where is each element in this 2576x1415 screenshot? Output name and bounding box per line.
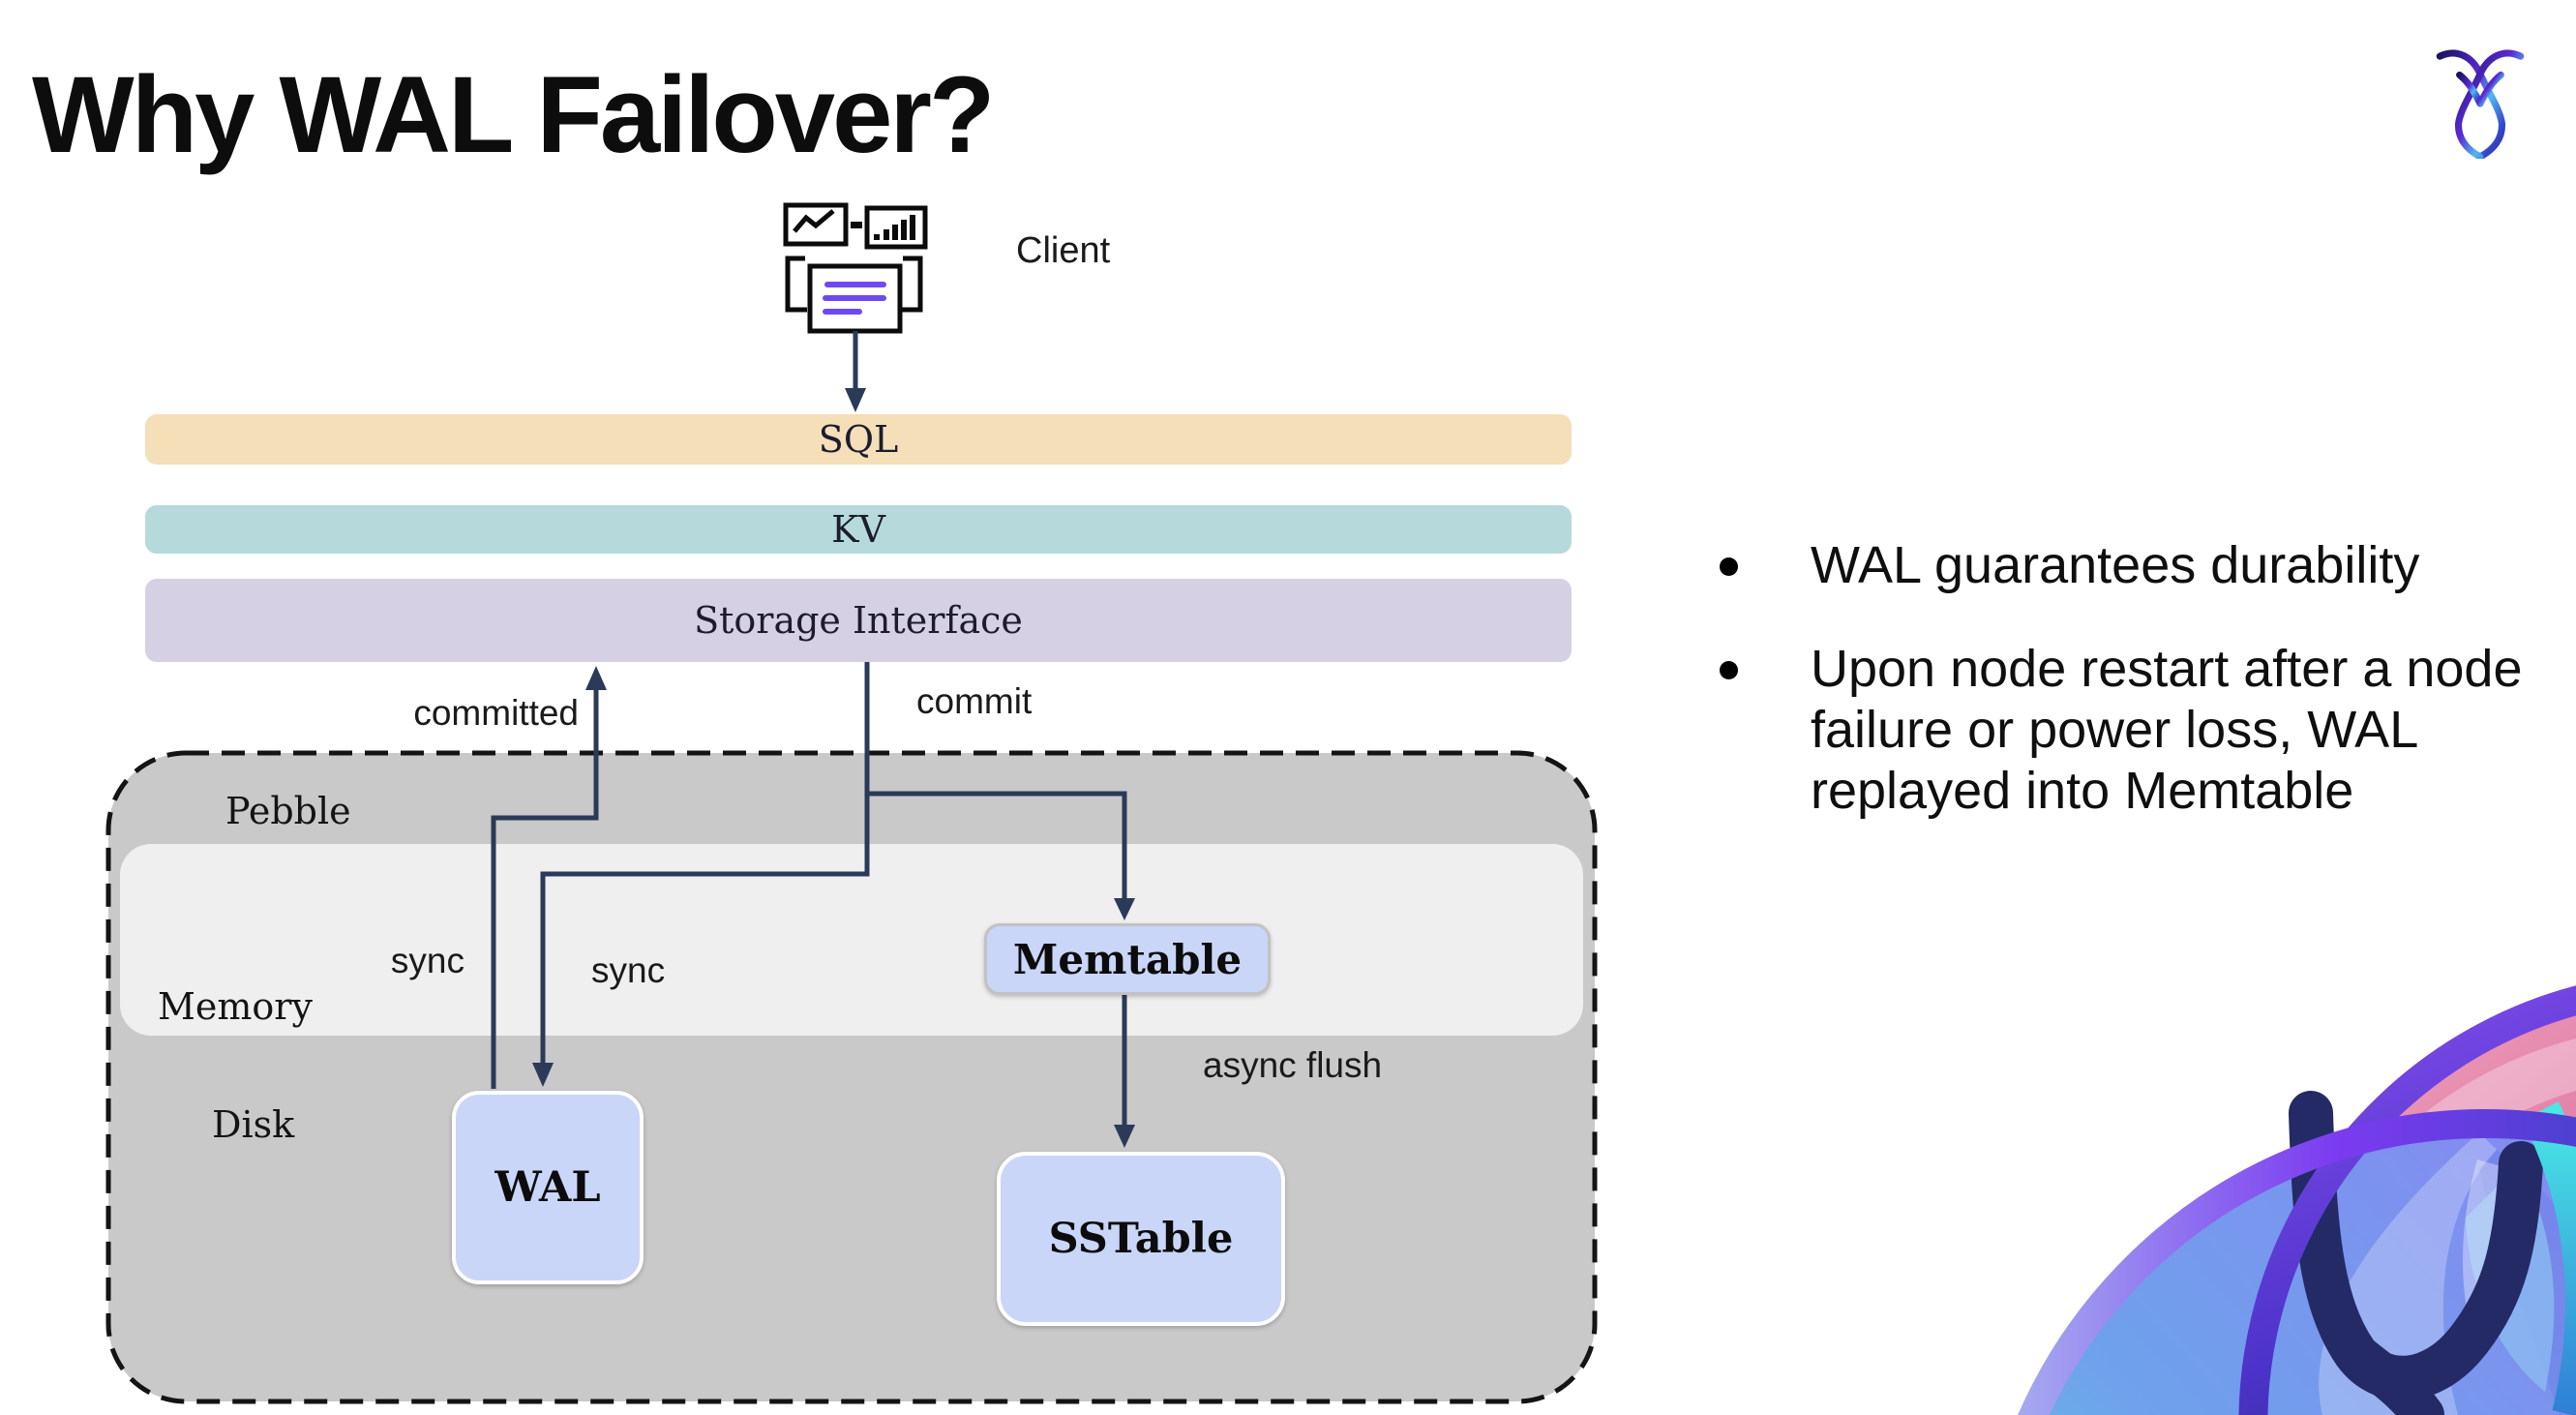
- layer-bar-storage: Storage Interface: [145, 579, 1572, 662]
- edge-label-commit: commit: [916, 681, 1033, 721]
- bracket-right: [901, 256, 923, 313]
- pebble-label: Pebble: [225, 790, 351, 832]
- logo-mark: [2436, 49, 2525, 159]
- bullet-item: WAL guarantees durability: [1703, 535, 2556, 596]
- bullet-icon: [1720, 661, 1738, 679]
- teal-arc: [2522, 1101, 2576, 1415]
- node-sstable-label: SSTable: [1048, 1215, 1234, 1263]
- edge-commit-to-wal: [540, 662, 870, 1063]
- layer-bar-kv-label: KV: [831, 508, 885, 551]
- arrowhead-committed: [585, 666, 607, 690]
- bar-chart-icon: [864, 205, 928, 250]
- node-memtable: Memtable: [984, 923, 1271, 995]
- arrowheads: [532, 388, 1135, 1148]
- edge-label-async-flush: async flush: [1203, 1045, 1383, 1085]
- edge-label-sync-right: sync: [591, 950, 666, 990]
- arrowhead-sql: [845, 388, 866, 412]
- crossing-arc-left: [2018, 1109, 2576, 1415]
- corner-brand-art: [2018, 985, 2576, 1415]
- disk-label: Disk: [212, 1103, 295, 1146]
- layer-bar-sql: SQL: [145, 414, 1572, 465]
- page-title: Why WAL Failover?: [32, 54, 995, 175]
- arrowhead-memtable: [1114, 898, 1135, 920]
- node-memtable-label: Memtable: [1012, 935, 1243, 983]
- arrowhead-sstable: [1114, 1125, 1135, 1148]
- bracket-left: [785, 256, 807, 313]
- layer-bar-sql-label: SQL: [818, 418, 899, 461]
- bullet-text: Upon node restart after a node failure o…: [1811, 640, 2523, 820]
- document-text-lines: [823, 282, 886, 315]
- client-icon: [783, 202, 928, 334]
- arrowhead-wal-sync: [532, 1063, 554, 1087]
- edge-commit-to-memtable: [867, 791, 1127, 898]
- edge-committed: [491, 690, 599, 1089]
- layer-bar-storage-label: Storage Interface: [694, 599, 1023, 642]
- crossing-arc-right: [2238, 985, 2576, 1415]
- bullet-item: Upon node restart after a node failure o…: [1703, 639, 2556, 822]
- cockroachdb-logo-icon: [2436, 49, 2525, 159]
- node-wal: WAL: [452, 1091, 644, 1284]
- edge-label-committed: committed: [413, 693, 579, 733]
- memory-label: Memory: [158, 985, 313, 1028]
- node-wal-label: WAL: [494, 1163, 601, 1212]
- navy-body-curve: [2334, 1332, 2444, 1415]
- layer-bar-kv: KV: [145, 505, 1572, 554]
- edge-label-sync-left: sync: [390, 941, 464, 980]
- bullet-text: WAL guarantees durability: [1811, 536, 2420, 594]
- memory-zone: [120, 844, 1583, 1036]
- node-sstable: SSTable: [997, 1152, 1285, 1326]
- line-chart-icon: [783, 202, 849, 247]
- bullet-list: WAL guarantees durability Upon node rest…: [1703, 535, 2523, 822]
- client-label: Client: [1016, 230, 1111, 271]
- bullet-icon: [1720, 557, 1738, 576]
